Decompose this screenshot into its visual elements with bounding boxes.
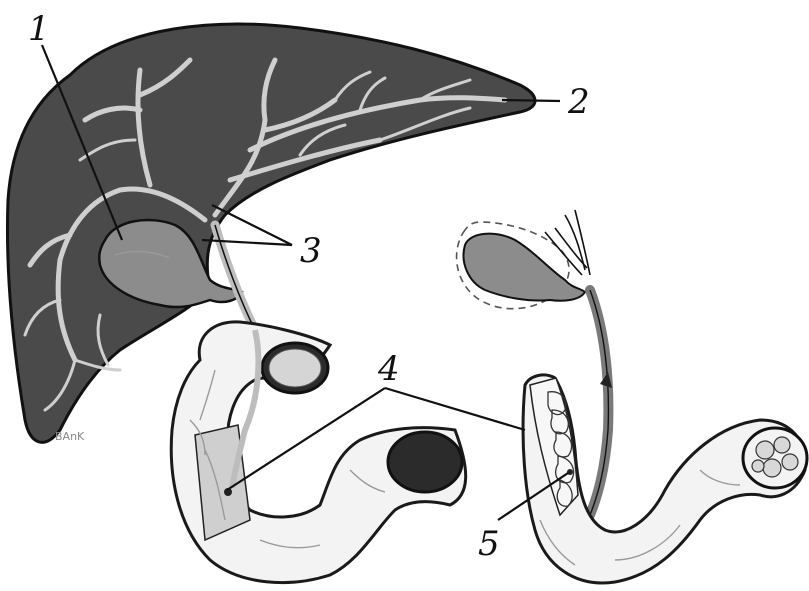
label-3: 3	[300, 231, 322, 271]
label-1: 1	[28, 9, 50, 49]
leader-4b	[385, 388, 525, 430]
duodenum-right-lumen	[388, 432, 462, 492]
duodenum-left	[171, 322, 465, 583]
label-5: 5	[478, 524, 500, 564]
duodenum-right	[523, 375, 807, 583]
label-2: 2	[567, 82, 590, 122]
common-bile-duct-right	[590, 290, 608, 515]
label-4: 4	[377, 349, 400, 389]
leader-2	[502, 100, 560, 101]
leader-3a	[202, 240, 292, 245]
leader-3b	[212, 205, 292, 245]
duodenum-upper-lumen-inner	[269, 349, 321, 387]
artist-signature: BAnK	[55, 430, 85, 443]
